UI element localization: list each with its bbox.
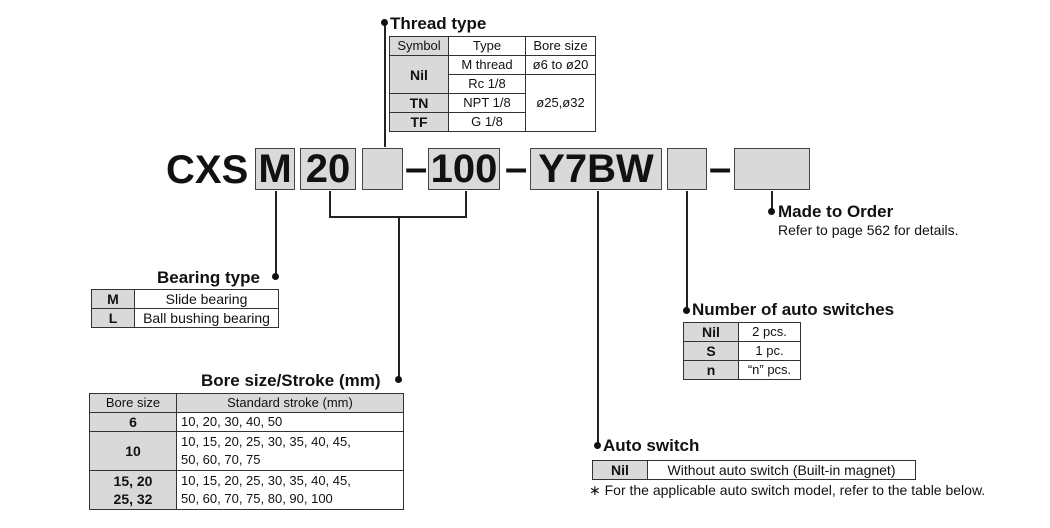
switch-count-desc-n: “n” pcs. (738, 360, 801, 380)
bearing-dot (272, 273, 279, 280)
thread-header-type: Type (448, 36, 526, 56)
mto-code-box (734, 148, 810, 190)
model-prefix: CXS (166, 148, 249, 192)
bore-bracket-right (465, 191, 467, 218)
thread-symbol-tf: TF (389, 112, 449, 132)
switch-count-symbol-s: S (683, 341, 739, 361)
switch-count-leader-line (686, 191, 688, 311)
switch-count-code-box (667, 148, 707, 190)
bearing-leader-line (275, 191, 277, 276)
thread-dot (381, 19, 388, 26)
auto-switch-note: ∗ For the applicable auto switch model, … (589, 482, 986, 498)
auto-switch-desc-nil: Without auto switch (Built-in magnet) (647, 460, 916, 480)
dash-2: – (505, 146, 528, 190)
auto-switch-table: Nil Without auto switch (Built-in magnet… (592, 460, 916, 480)
bore-stroke-table: Bore size Standard stroke (mm) 6 10, 20,… (89, 393, 404, 510)
dash-3: – (709, 146, 732, 190)
thread-type-rc: Rc 1/8 (448, 74, 526, 94)
auto-switch-title: Auto switch (603, 436, 700, 455)
bore-stroke-title: Bore size/Stroke (mm) (201, 371, 381, 390)
thread-type-m: M thread (448, 55, 526, 75)
switch-leader-line (597, 191, 599, 445)
bearing-code-box: M (255, 148, 295, 190)
switch-dot (594, 442, 601, 449)
stroke-10: 10, 15, 20, 25, 30, 35, 40, 45, 50, 60, … (176, 431, 404, 471)
bearing-symbol-l: L (91, 308, 135, 328)
mto-leader-line (771, 191, 773, 212)
stroke-6: 10, 20, 30, 40, 50 (176, 412, 404, 432)
thread-leader-line (384, 22, 386, 147)
switch-count-table: Nil 2 pcs. S 1 pc. n “n” pcs. (683, 322, 801, 380)
thread-header-bore: Bore size (525, 36, 596, 56)
bore-25-32: 25, 32 (113, 491, 153, 507)
thread-code-box (362, 148, 403, 190)
switch-count-symbol-n: n (683, 360, 739, 380)
dash-1: – (405, 146, 428, 190)
stroke-code-box: 100 (428, 148, 500, 190)
thread-symbol-tn: TN (389, 93, 449, 113)
thread-type-npt: NPT 1/8 (448, 93, 526, 113)
bore-6: 6 (89, 412, 177, 432)
stroke-15-32-line-1: 10, 15, 20, 25, 30, 35, 40, 45, (181, 473, 351, 488)
switch-count-desc-s: 1 pc. (738, 341, 801, 361)
thread-bore-small: ø6 to ø20 (525, 55, 596, 75)
stroke-10-line-2: 50, 60, 70, 75 (181, 452, 261, 467)
thread-type-table: Symbol Type Bore size Nil M thread ø6 to… (389, 36, 596, 132)
auto-switch-symbol-nil: Nil (592, 460, 648, 480)
thread-symbol-nil: Nil (389, 55, 449, 94)
bearing-desc-m: Slide bearing (134, 289, 279, 309)
mto-title: Made to Order (778, 202, 894, 221)
bore-10: 10 (89, 431, 177, 471)
bore-15-20: 15, 20 (113, 473, 153, 489)
bore-dot (395, 376, 402, 383)
switch-count-symbol-nil: Nil (683, 322, 739, 342)
switch-count-desc-nil: 2 pcs. (738, 322, 801, 342)
thread-header-symbol: Symbol (389, 36, 449, 56)
thread-bore-large: ø25,ø32 (525, 74, 596, 132)
stroke-10-line-1: 10, 15, 20, 25, 30, 35, 40, 45, (181, 434, 351, 449)
stroke-15-32-line-2: 50, 60, 70, 75, 80, 90, 100 (181, 491, 333, 506)
stroke-header: Standard stroke (mm) (176, 393, 404, 413)
switch-count-title: Number of auto switches (692, 300, 895, 319)
bore-15-32: 15, 20 25, 32 (89, 470, 177, 510)
bearing-symbol-m: M (91, 289, 135, 309)
bore-header: Bore size (89, 393, 177, 413)
bearing-type-title: Bearing type (157, 268, 260, 287)
thread-type-title: Thread type (390, 14, 487, 33)
bore-bracket-left (329, 191, 331, 218)
mto-note: Refer to page 562 for details. (778, 222, 959, 238)
bore-leader-line (398, 216, 400, 380)
mto-dot (768, 208, 775, 215)
bearing-type-table: M Slide bearing L Ball bushing bearing (91, 289, 279, 328)
switch-code-box: Y7BW (530, 148, 662, 190)
thread-type-g: G 1/8 (448, 112, 526, 132)
bore-code-box: 20 (300, 148, 356, 190)
bearing-desc-l: Ball bushing bearing (134, 308, 279, 328)
stroke-15-32: 10, 15, 20, 25, 30, 35, 40, 45, 50, 60, … (176, 470, 404, 510)
switch-count-dot (683, 307, 690, 314)
